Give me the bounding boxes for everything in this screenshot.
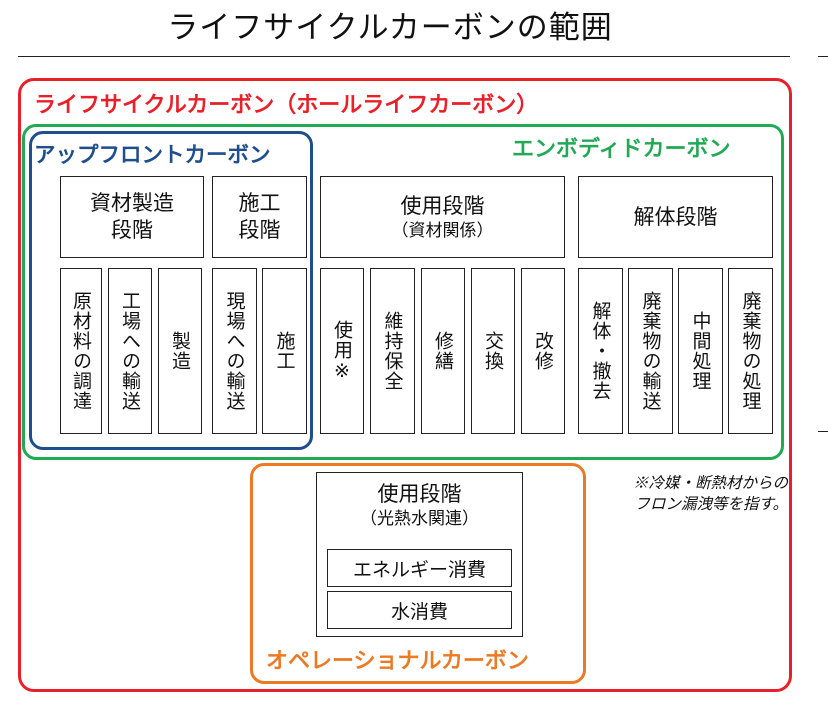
item-maintenance: 維持保全 bbox=[370, 268, 415, 434]
footnote-line2: フロン漏洩等を指す。 bbox=[634, 495, 788, 513]
production-stage-line2: 段階 bbox=[111, 218, 153, 242]
use-energy-stage-line1: 使用段階 bbox=[377, 482, 462, 506]
item-renovation: 改修 bbox=[521, 268, 565, 434]
use-material-stage-line2: （資材関係） bbox=[391, 220, 494, 241]
item-construction: 施工 bbox=[262, 268, 307, 434]
use-energy-stage-box: 使用段階 （光熱水関連） エネルギー消費 水消費 bbox=[316, 472, 523, 637]
item-repair: 修繕 bbox=[421, 268, 465, 434]
edge-tick-bottom bbox=[818, 431, 828, 432]
footnote: ※冷媒・断熱材からの フロン漏洩等を指す。 bbox=[588, 473, 788, 515]
use-energy-stage-header: 使用段階 （光熱水関連） bbox=[317, 481, 522, 530]
upfront-carbon-frame bbox=[29, 131, 313, 450]
item-waste-transport: 廃棄物の輸送 bbox=[628, 268, 673, 434]
construction-stage-line1: 施工 bbox=[238, 191, 281, 215]
item-demolition: 解体・撤去 bbox=[578, 268, 623, 434]
item-use: 使用※ bbox=[320, 268, 364, 434]
construction-stage-line2: 段階 bbox=[238, 218, 281, 242]
item-waste-disposal: 廃棄物の処理 bbox=[728, 268, 773, 434]
embodied-carbon-frame bbox=[22, 124, 784, 460]
demolition-stage-box: 解体段階 bbox=[578, 176, 773, 258]
title-divider bbox=[18, 56, 790, 57]
production-stage-line1: 資材製造 bbox=[90, 191, 174, 215]
demolition-stage-line1: 解体段階 bbox=[633, 204, 718, 229]
lifecycle-carbon-label: ライフサイクルカーボン（ホールライフカーボン） bbox=[34, 93, 539, 118]
item-intermediate-processing: 中間処理 bbox=[678, 268, 723, 434]
use-material-stage-line1: 使用段階 bbox=[400, 193, 485, 218]
edge-tick-top bbox=[818, 56, 828, 57]
lifecycle-carbon-frame bbox=[18, 78, 792, 692]
embodied-carbon-label: エンボディドカーボン bbox=[512, 137, 731, 162]
item-transport-to-site: 現場への輸送 bbox=[212, 268, 257, 434]
production-stage-box: 資材製造 段階 bbox=[60, 176, 204, 258]
use-energy-stage-line2: （光熱水関連） bbox=[360, 509, 479, 529]
use-material-stage-box: 使用段階 （資材関係） bbox=[320, 176, 565, 258]
upfront-carbon-label: アップフロントカーボン bbox=[34, 143, 271, 168]
item-water-consumption: 水消費 bbox=[327, 591, 512, 629]
footnote-line1: ※冷媒・断熱材からの bbox=[632, 474, 788, 492]
page-title: ライフサイクルカーボンの範囲 bbox=[167, 10, 613, 46]
operational-carbon-frame bbox=[250, 463, 586, 684]
construction-stage-box: 施工 段階 bbox=[212, 176, 307, 258]
item-replacement: 交換 bbox=[471, 268, 515, 434]
operational-carbon-label: オペレーショナルカーボン bbox=[266, 649, 529, 674]
item-transport-to-factory: 工場への輸送 bbox=[108, 268, 152, 434]
item-manufacturing: 製造 bbox=[158, 268, 202, 434]
item-energy-consumption: エネルギー消費 bbox=[327, 549, 512, 587]
item-raw-material: 原材料の調達 bbox=[60, 268, 102, 434]
